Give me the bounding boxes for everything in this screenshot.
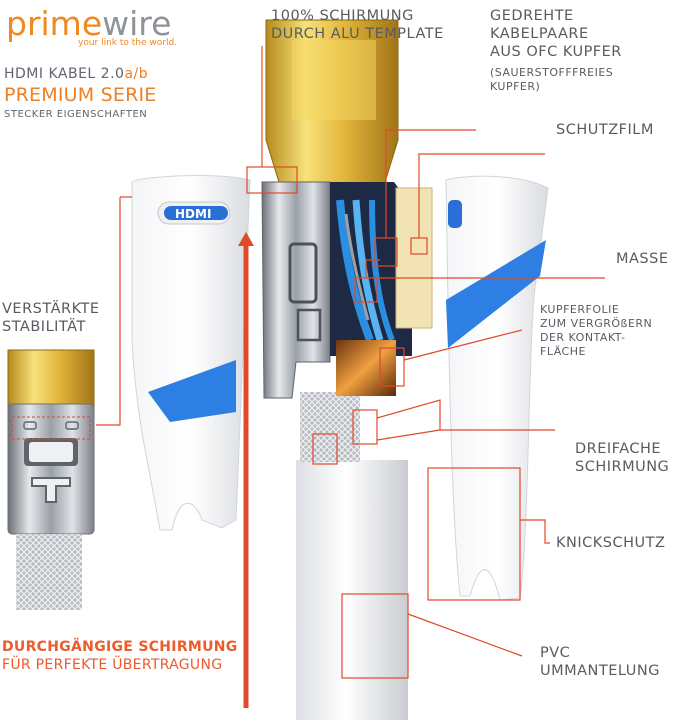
label-twisted-pairs: GEDREHTE KABELPAARE AUS OFC KUPFER xyxy=(490,8,622,60)
cable-illustration xyxy=(296,392,408,720)
label-protective-film: SCHUTZFILM xyxy=(556,122,654,138)
bottom-caption-line2: FÜR PERFEKTE ÜBERTRAGUNG xyxy=(2,657,223,673)
bottom-caption-line1: DURCHGÄNGIGE SCHIRMUNG xyxy=(2,639,238,655)
brand-tagline: your link to the world. xyxy=(78,38,178,48)
label-pvc-jacket: PVC UMMANTELUNG xyxy=(540,645,660,679)
label-copper-foil: KUPFERFOLIE ZUM VERGRÖßERN DER KONTAKT- … xyxy=(540,303,653,358)
product-series: PREMIUM SERIE xyxy=(4,84,157,106)
small-connector-illustration xyxy=(7,349,95,610)
features-heading: STECKER EIGENSCHAFTEN xyxy=(4,109,148,120)
shielding-arrow xyxy=(238,232,254,708)
brand-logo-orange: prime xyxy=(6,4,103,43)
metal-housing-illustration xyxy=(261,181,433,399)
label-reinforced-stability: VERSTÄRKTE STABILITÄT xyxy=(2,301,100,335)
label-ground: MASSE xyxy=(616,251,669,267)
label-triple-shielding: DREIFACHE SCHIRMUNG xyxy=(575,441,670,475)
product-title-version: a/b xyxy=(124,66,149,82)
brand-logo-grey: wire xyxy=(102,4,172,43)
label-twisted-pairs-note: (SAUERSTOFFFREIES KUPFER) xyxy=(490,66,614,93)
product-title: HDMI KABEL 2.0a/b xyxy=(4,66,148,82)
label-shielding-alu: 100% SCHIRMUNG DURCH ALU TEMPLATE xyxy=(271,8,444,42)
shell-logo: HDMI xyxy=(175,207,211,221)
callout-lines xyxy=(96,46,605,679)
brand-logo: primewire xyxy=(6,4,171,43)
left-shell-illustration: HDMI xyxy=(131,175,251,531)
label-strain-relief: KNICKSCHUTZ xyxy=(556,535,666,551)
gold-plug-illustration xyxy=(265,19,399,193)
product-title-prefix: HDMI KABEL 2.0 xyxy=(4,66,125,82)
right-shell-illustration xyxy=(445,175,549,601)
